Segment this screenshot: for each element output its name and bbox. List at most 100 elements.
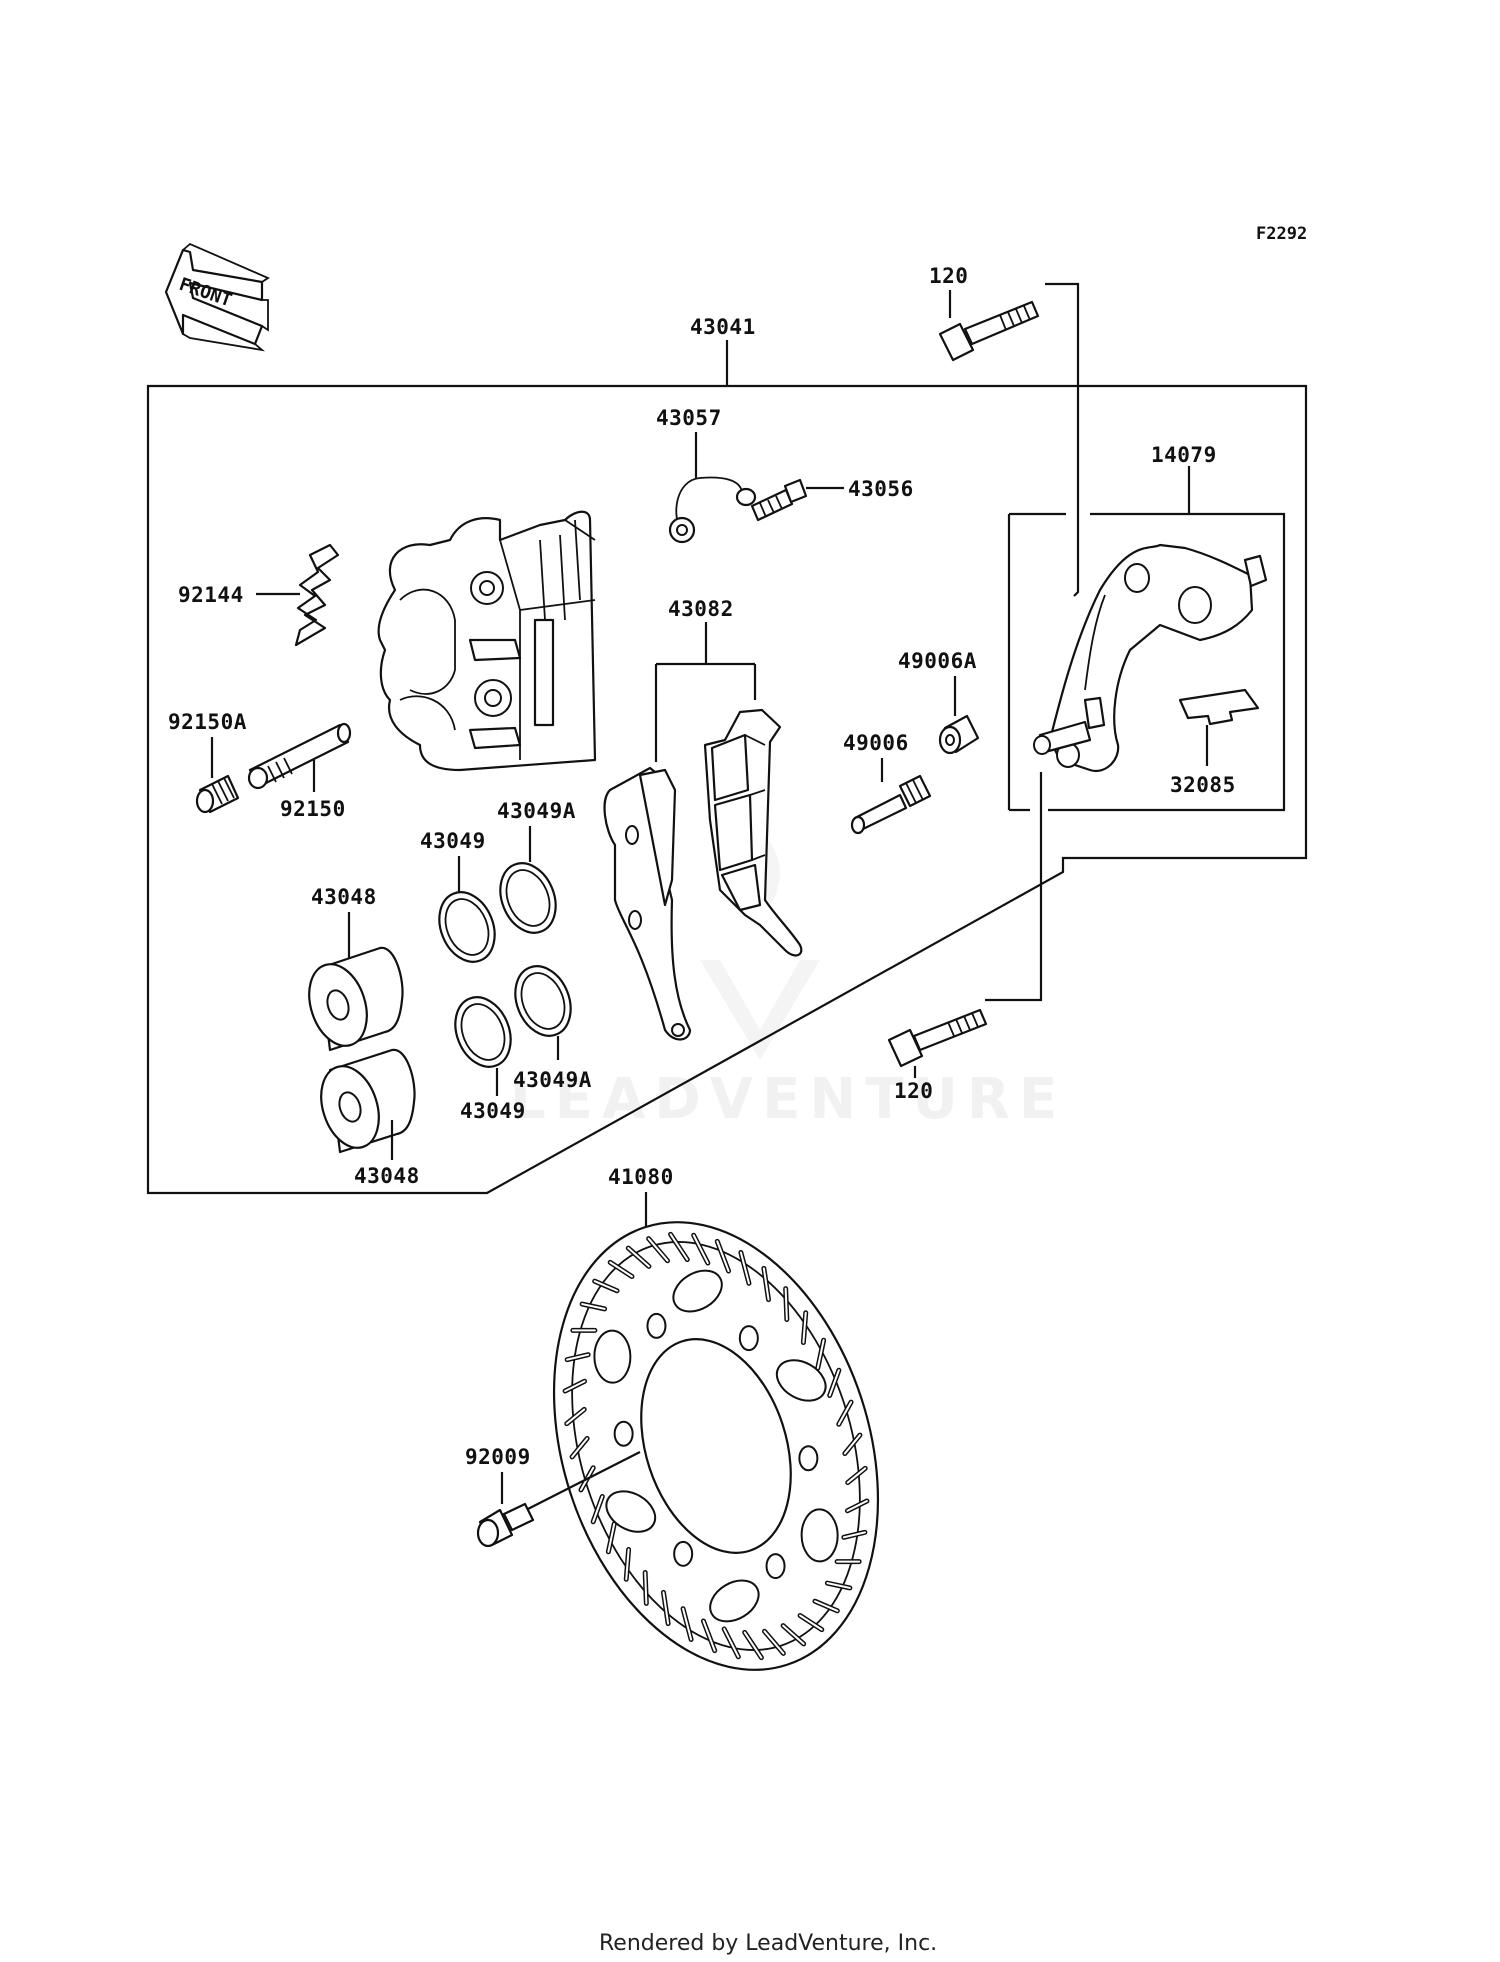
disc-slot-inner [607, 1522, 616, 1553]
disc-slot-inner [692, 1234, 709, 1265]
disc-slot-inner [743, 1631, 763, 1659]
caliper-bracket [1033, 543, 1268, 773]
pin-49006 [850, 774, 932, 835]
disc-slot-inner [662, 1591, 670, 1625]
callout-43049-top: 43049 [420, 829, 486, 853]
disc-slot-inner [813, 1600, 839, 1612]
callout-43049A-bottom: 43049A [513, 1068, 592, 1092]
callout-43049-bottom: 43049 [460, 1099, 526, 1123]
callout-120-top: 120 [929, 264, 968, 288]
disc-slot-inner [566, 1353, 590, 1361]
callout-92150A: 92150A [168, 710, 247, 734]
leader-120-bottom-to-bracket [985, 772, 1043, 1002]
disc-slot-inner [627, 1247, 650, 1268]
seal-43049-bottom [454, 996, 512, 1068]
disc-bolt-92009 [476, 1502, 535, 1548]
caliper-body [377, 510, 597, 772]
disc-lightening-cutout [593, 1329, 632, 1384]
disc-slot-inner [826, 1582, 851, 1589]
disc-slot-inner [669, 1233, 689, 1261]
piston-43048-top [308, 946, 404, 1052]
pin-boot-49006A [938, 714, 980, 755]
disc-slot-inner [682, 1607, 693, 1641]
seal-43049-top [438, 891, 496, 963]
disc-slot-inner [564, 1380, 586, 1392]
disc-lightening-cutout [800, 1508, 839, 1563]
disc-slot-inner [799, 1614, 823, 1631]
callout-92009: 92009 [465, 1445, 531, 1469]
brake-disc-41080 [552, 1221, 880, 1671]
callout-43082: 43082 [668, 597, 734, 621]
callout-43049A-top: 43049A [497, 799, 576, 823]
disc-lightening-cutout [605, 1490, 657, 1533]
disc-slot-inner [802, 1311, 807, 1344]
disc-slot-inner [816, 1339, 825, 1370]
disc-slot-inner [625, 1548, 630, 1581]
disc-slot-inner [846, 1500, 868, 1512]
disc-mount-hole [798, 1445, 819, 1472]
assembly-boundary-43041 [146, 384, 1308, 1195]
disc-mount-hole [673, 1540, 694, 1567]
disc-slot-inner [571, 1437, 589, 1458]
pad-spring-32085 [1178, 688, 1260, 726]
brake-pad-left [603, 766, 692, 1041]
bleed-cap-43057 [668, 476, 757, 544]
callout-49006A: 49006A [898, 649, 977, 673]
disc-slot-inner [837, 1401, 853, 1426]
disc-lightening-cutout [709, 1579, 760, 1623]
callout-49006: 49006 [843, 731, 909, 755]
disc-slot-inner [702, 1619, 716, 1652]
disc-mount-hole [738, 1325, 759, 1352]
watermark-text: LEADVENTURE [510, 1067, 1066, 1132]
bolt-120-top [938, 300, 1040, 362]
disc-slot-inner [782, 1624, 805, 1645]
callout-43048-bottom: 43048 [354, 1164, 420, 1188]
pad-spring-92144 [294, 543, 340, 647]
seal-43049A-bottom [514, 965, 572, 1037]
disc-slot-inner [784, 1287, 788, 1321]
disc-slot-inner [716, 1240, 730, 1273]
disc-mount-hole [613, 1420, 634, 1447]
bolt-120-bottom [887, 1008, 988, 1068]
callout-43048-top: 43048 [311, 885, 377, 909]
disc-slot-inner [763, 1630, 785, 1655]
callout-32085: 32085 [1170, 773, 1236, 797]
disc-slot-inner [581, 1303, 606, 1310]
leader-43082 [654, 622, 757, 762]
callout-43041: 43041 [690, 315, 756, 339]
callout-92150: 92150 [280, 797, 346, 821]
callout-92144: 92144 [178, 583, 244, 607]
figure-code: F2292 [1256, 224, 1307, 244]
disc-slot-inner [609, 1261, 633, 1278]
front-arrow-icon: FRONT [164, 242, 270, 352]
seal-43049A-top [499, 862, 557, 934]
disc-slot-inner [565, 1408, 586, 1425]
disc-slot-inner [592, 1495, 604, 1523]
footer-credit: Rendered by LeadVenture, Inc. [599, 1931, 937, 1956]
callout-14079: 14079 [1151, 443, 1217, 467]
disc-slot-inner [842, 1531, 866, 1539]
piston-43048-bottom [320, 1048, 416, 1154]
disc-lightening-cutout [672, 1269, 723, 1313]
pin-plug-92150A [195, 774, 240, 814]
bleeder-valve-43056 [750, 478, 808, 522]
disc-mount-hole [765, 1553, 786, 1580]
callout-43057: 43057 [656, 406, 722, 430]
disc-lightening-cutout [775, 1359, 827, 1402]
callout-120-bottom: 120 [894, 1079, 933, 1103]
disc-slot-inner [762, 1267, 770, 1301]
watermark-logo: LEADVENTURE [510, 830, 1066, 1132]
leader-120-top-to-bracket [1045, 282, 1080, 597]
brake-pad-right [703, 708, 803, 957]
disc-slot-inner [644, 1571, 648, 1605]
disc-slot-inner [647, 1237, 669, 1262]
slide-pin-92150 [247, 722, 352, 790]
callout-41080: 41080 [608, 1165, 674, 1189]
disc-mount-hole [646, 1312, 667, 1339]
disc-slot-inner [593, 1280, 619, 1292]
callout-43056: 43056 [848, 477, 914, 501]
disc-slot-inner [739, 1251, 750, 1285]
disc-slot-inner [843, 1434, 861, 1455]
